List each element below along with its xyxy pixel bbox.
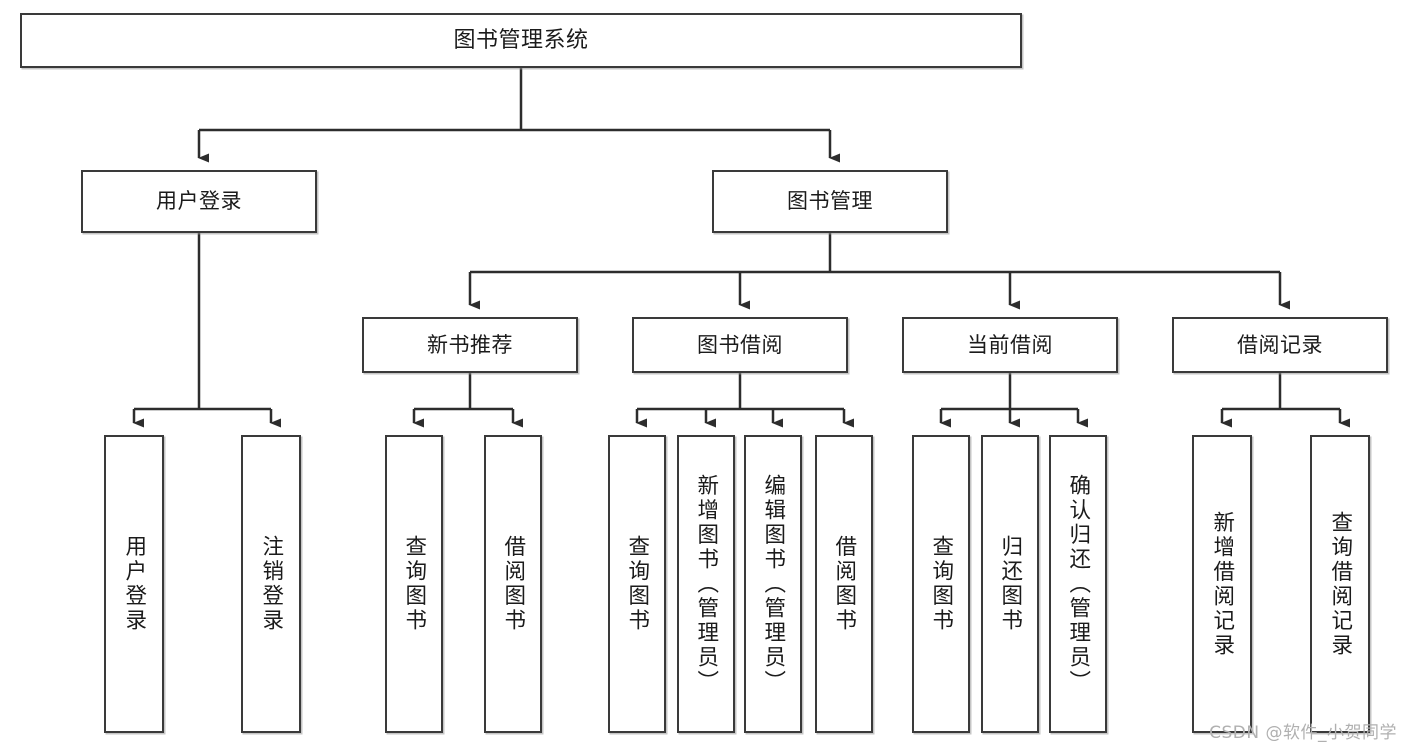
node-user-login[interactable]: 用户登录: [81, 170, 317, 233]
node-new-book-recommend[interactable]: 新书推荐: [362, 317, 578, 373]
leaf-add-book-admin[interactable]: 新增图书（管理员）: [677, 435, 735, 733]
leaf-query-book-borrow[interactable]: 查询图书: [608, 435, 666, 733]
node-label: 查询借阅记录: [1327, 510, 1353, 658]
leaf-user-login[interactable]: 用户登录: [104, 435, 164, 733]
node-label: 借阅图书: [831, 535, 857, 633]
node-label: 注销登录: [258, 535, 284, 633]
watermark: CSDN @软件_小贺同学: [1209, 723, 1397, 743]
leaf-return-book[interactable]: 归还图书: [981, 435, 1039, 733]
node-label: 图书管理系统: [453, 27, 589, 53]
node-label: 新书推荐: [427, 332, 513, 357]
leaf-confirm-return-admin[interactable]: 确认归还（管理员）: [1049, 435, 1107, 733]
node-current-borrow[interactable]: 当前借阅: [902, 317, 1118, 373]
node-label: 当前借阅: [967, 332, 1053, 357]
node-label: 查询图书: [928, 535, 954, 633]
node-label: 确认归还（管理员）: [1065, 473, 1091, 695]
leaf-query-book-new[interactable]: 查询图书: [385, 435, 443, 733]
leaf-borrow-book-new[interactable]: 借阅图书: [484, 435, 542, 733]
node-label: 借阅图书: [500, 535, 526, 633]
node-label: 图书借阅: [697, 332, 783, 357]
node-label: 用户登录: [121, 535, 147, 633]
leaf-edit-book-admin[interactable]: 编辑图书（管理员）: [744, 435, 802, 733]
node-label: 图书管理: [787, 189, 873, 214]
node-root-system[interactable]: 图书管理系统: [20, 13, 1022, 68]
leaf-logout[interactable]: 注销登录: [241, 435, 301, 733]
node-label: 归还图书: [997, 535, 1023, 633]
node-label: 编辑图书（管理员）: [760, 473, 786, 695]
node-borrow-record[interactable]: 借阅记录: [1172, 317, 1388, 373]
node-label: 查询图书: [624, 535, 650, 633]
node-label: 用户登录: [156, 189, 242, 214]
node-book-management[interactable]: 图书管理: [712, 170, 948, 233]
node-book-borrow[interactable]: 图书借阅: [632, 317, 848, 373]
leaf-query-book-current[interactable]: 查询图书: [912, 435, 970, 733]
leaf-query-borrow-record[interactable]: 查询借阅记录: [1310, 435, 1370, 733]
leaf-add-borrow-record[interactable]: 新增借阅记录: [1192, 435, 1252, 733]
node-label: 新增借阅记录: [1209, 510, 1235, 658]
node-label: 借阅记录: [1237, 332, 1323, 357]
node-label: 新增图书（管理员）: [693, 473, 719, 695]
leaf-borrow-book[interactable]: 借阅图书: [815, 435, 873, 733]
node-label: 查询图书: [401, 535, 427, 633]
